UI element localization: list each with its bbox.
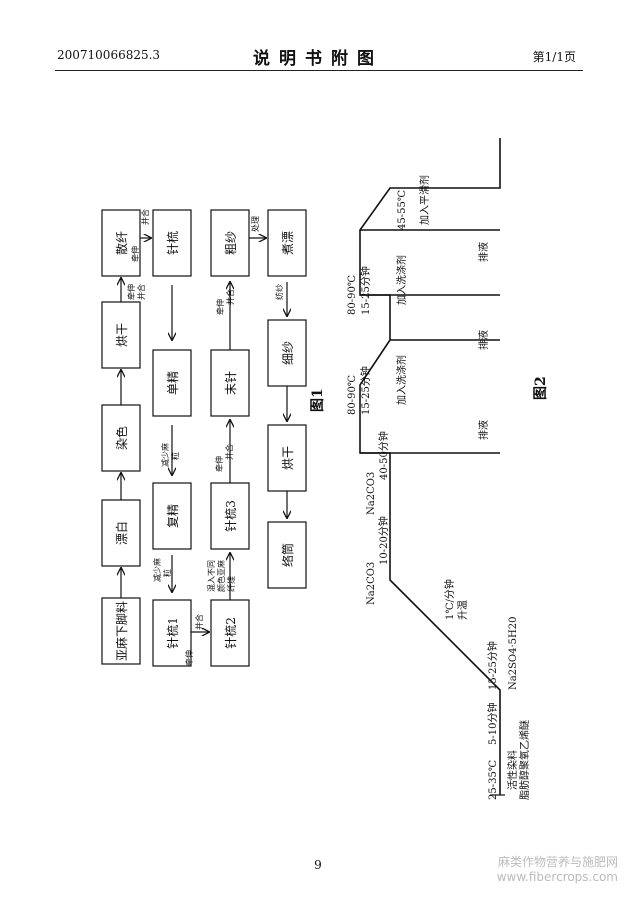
- box-b6: [152, 209, 192, 277]
- page-indicator: 第1/1页: [532, 50, 576, 64]
- box-label: 针梳: [165, 231, 180, 255]
- box-label: 染色: [114, 426, 129, 450]
- box-label: 煮漂: [281, 231, 295, 255]
- doc-number: 200710066825.3: [57, 48, 161, 62]
- box-label: 漂白: [114, 521, 129, 545]
- box-label: 烘干: [115, 323, 129, 347]
- profile-label: 活性染料: [506, 750, 519, 790]
- arrow-label: 颜色亚麻: [216, 560, 226, 592]
- profile-label: 5-10分钟: [486, 703, 499, 745]
- arrow-label: 减少麻: [152, 558, 162, 582]
- profile-label: Na2CO3: [366, 472, 377, 515]
- arrow-label: 并合: [225, 289, 235, 305]
- box-label: 散纤: [114, 231, 129, 255]
- box-b8: [152, 482, 192, 550]
- profile-label: 排液: [477, 330, 490, 350]
- arrow-label: 并合: [136, 284, 146, 300]
- arrow-label: 并合: [194, 614, 204, 630]
- box-label: 针梳1: [165, 617, 180, 649]
- box-label: 粗纱: [224, 231, 238, 255]
- box-label: 络筒: [280, 543, 295, 567]
- profile-label: 升温: [457, 600, 469, 620]
- arrow-label: 牵伸: [184, 650, 194, 666]
- page-title: 说明书附图: [253, 49, 383, 69]
- page-number: 9: [314, 858, 322, 872]
- arrow-label: 牵伸: [214, 456, 224, 472]
- profile-label: 排液: [477, 242, 490, 262]
- profile-label: 15-25分钟: [359, 266, 372, 315]
- profile-label: Na2CO3: [366, 562, 377, 605]
- watermark: 麻类作物营养与施肥网 www.fibercrops.com: [497, 855, 618, 885]
- arrow-label: 纺纱: [274, 284, 284, 300]
- arrow-label: 混入不同: [207, 560, 216, 592]
- box-label: 烘干: [281, 446, 295, 470]
- box-label: 单精: [166, 371, 180, 395]
- profile-label: 排液: [477, 420, 490, 440]
- box-label: 细纱: [281, 341, 295, 365]
- profile-label: 45-55℃: [397, 190, 408, 230]
- arrow-label: 牵伸: [215, 299, 225, 315]
- profile-label: 加入洗涤剂: [395, 355, 408, 405]
- box-label: 针梳2: [223, 617, 238, 649]
- profile-label: 80-90℃: [347, 275, 358, 315]
- arrow-label: 纤维: [226, 576, 236, 592]
- drain-segments: [360, 229, 500, 454]
- box-label: 复精: [166, 504, 180, 528]
- box-b13: [210, 209, 250, 277]
- profile-label: 1℃/分钟: [443, 579, 456, 620]
- box-b7: [152, 349, 192, 417]
- box-label: 末针: [223, 371, 238, 395]
- figure1-caption: 图1: [310, 388, 326, 412]
- arrow-label: 并合: [140, 209, 150, 225]
- arrow-label: 并合: [224, 444, 234, 460]
- header-rule: [55, 70, 583, 71]
- figure2-caption: 图2: [533, 376, 549, 400]
- profile-label: Na2SO4·5H20: [508, 617, 519, 690]
- box-label: 针梳3: [223, 500, 238, 532]
- profile-label: 加入洗涤剂: [395, 255, 408, 305]
- box-b14: [267, 209, 307, 277]
- box-b9: [152, 599, 192, 667]
- arrow-label: 粒: [162, 569, 172, 577]
- figure1-arrow-labels: 牵伸 并合 牵伸 并合 减少麻 粒 减少麻 粒 牵伸 并合 混入不同 颜色亚麻 …: [126, 209, 284, 666]
- arrow-label: 处理: [250, 216, 260, 232]
- profile-label: 10-20分钟: [377, 516, 390, 565]
- box-b17: [267, 521, 307, 589]
- profile-label: 15-25分钟: [486, 641, 499, 690]
- profile-label: 40-50分钟: [377, 431, 390, 480]
- watermark-line1: 麻类作物营养与施肥网: [497, 855, 618, 869]
- arrow-label: 牵伸: [126, 284, 136, 300]
- box-b5: [101, 209, 141, 277]
- arrow-label: 牵伸: [130, 246, 140, 262]
- profile-label: 加入平滑剂: [418, 175, 431, 225]
- profile-label: 25-35℃: [488, 760, 499, 800]
- arrow-label: 粒: [170, 452, 180, 460]
- figure1-box-labels: 亚麻下脚料 漂白 染色 烘干 散纤 针梳 单精 复精 针梳1 针梳2 针梳3 末…: [114, 231, 295, 661]
- arrow-label: 减少麻: [160, 443, 170, 467]
- profile-label: 80-90℃: [347, 375, 358, 415]
- figure2-labels: 25-35℃ 活性染料 脂肪醇聚氧乙烯醚 5-10分钟 15-25分钟 Na2S…: [347, 175, 531, 800]
- profile-label: 脂肪醇聚氧乙烯醚: [518, 720, 531, 800]
- profile-label: 15-25分钟: [359, 366, 372, 415]
- watermark-line2: www.fibercrops.com: [496, 870, 618, 884]
- box-label: 亚麻下脚料: [114, 601, 129, 661]
- figure1: [101, 209, 307, 667]
